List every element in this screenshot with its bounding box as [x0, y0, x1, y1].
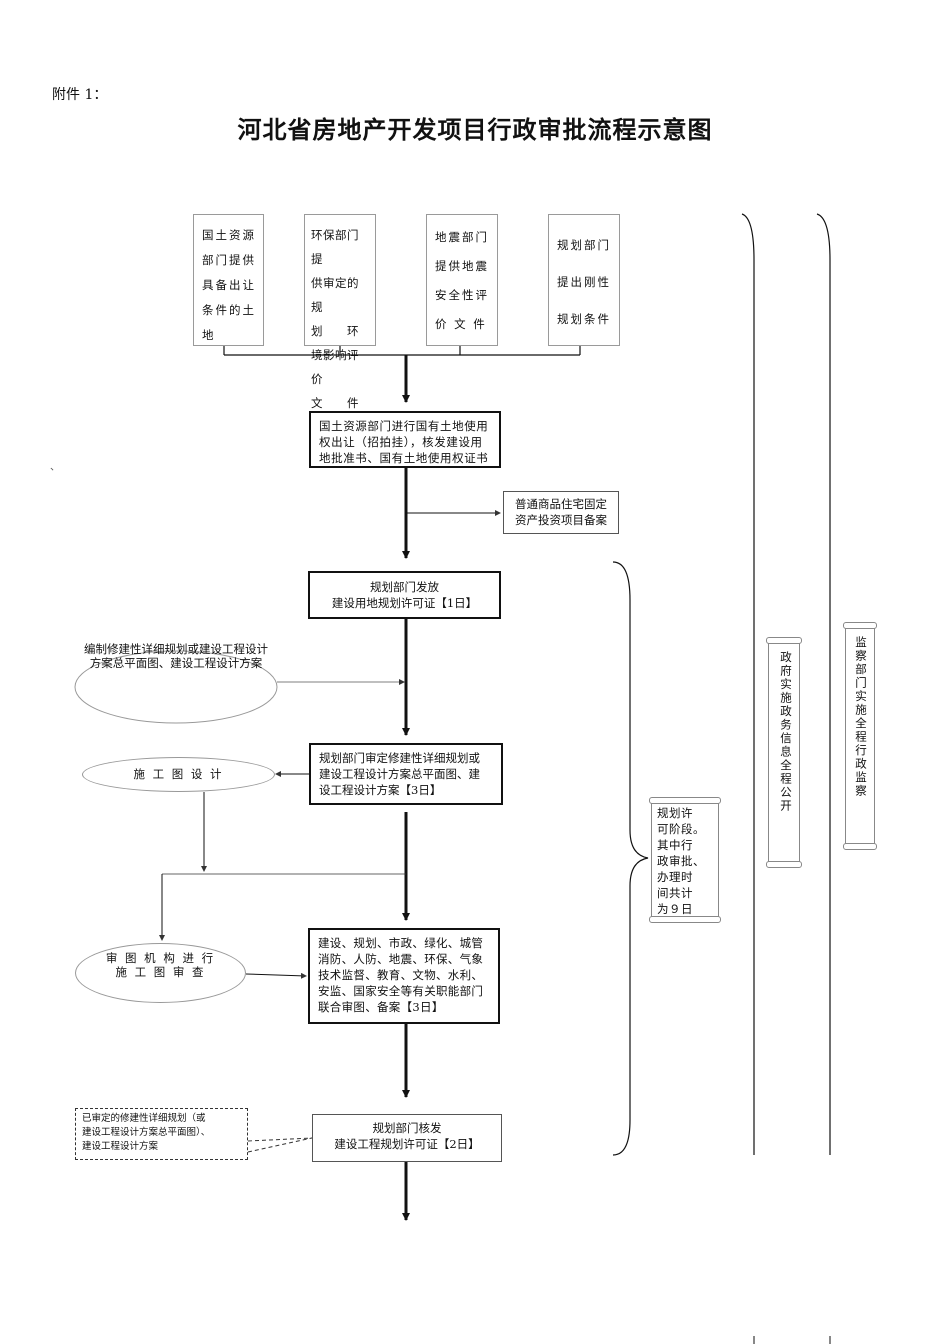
prepare-plan-oval: 编制修建性详细规划或建设工程设计 方案总平面图、建设工程设计方案 [74, 642, 278, 724]
stray-mark-left: 、 [50, 462, 60, 473]
top-collector-lines [223, 330, 581, 356]
land-transfer-box: 国土资源部门进行国有土地使用 权出让（招拍挂），核发建设用 地批准书、国有土地使… [309, 411, 501, 468]
gov-info-brace [741, 213, 755, 1155]
joint-review-box: 建设、规划、市政、绿化、城管 消防、人防、地震、环保、气象 技术监督、教育、文物… [308, 928, 500, 1024]
earthquake-box: 地震部门 提供地震 安全性评 价 文 件 [426, 214, 498, 346]
permit-stage-brace [612, 561, 649, 1156]
prepare-plan-oval-shape [74, 650, 278, 724]
dashed-callout-lines [247, 1137, 313, 1153]
env-protection-box: 环保部门提 供审定的规 划 环 境影响评价 文 件 [304, 214, 376, 410]
filing-box: 普通商品住宅固定 资产投资项目备案 [503, 491, 619, 534]
project-permit-box: 规划部门核发 建设工程规划许可证【2日】 [312, 1114, 502, 1162]
gov-info-note: 政府实施政务信息全程公开 [766, 637, 802, 868]
attachment-label: 附件 1： [52, 87, 108, 103]
supervision-note: 监察部门实施全程行政监察 [843, 622, 877, 850]
supervision-brace [816, 213, 831, 1155]
prepare-plan-text: 编制修建性详细规划或建设工程设计 方案总平面图、建设工程设计方案 [84, 642, 268, 670]
land-permit-box: 规划部门发放 建设用地规划许可证【1日】 [308, 571, 501, 619]
planning-conditions-box: 规划部门 提出刚性 规划条件 [548, 214, 620, 346]
drawing-review-oval: 审 图 机 构 进 行 施 工 图 审 查 [75, 943, 246, 1003]
page-title: 河北省房地产开发项目行政审批流程示意图 [237, 115, 713, 144]
approved-plan-note: 已审定的修建性详细规划（或 建设工程设计方案总平面图）、 建设工程设计方案 [75, 1108, 248, 1160]
arrow-oval-to-joint [245, 972, 307, 979]
bottom-edge-marks [753, 1336, 831, 1344]
plan-review-box: 规划部门审定修建性详细规划或 建设工程设计方案总平面图、建 设工程设计方案【3日… [309, 743, 503, 805]
construction-design-oval: 施 工 图 设 计 [82, 757, 275, 792]
permit-stage-note: 规划许 可阶段。 其中行 政审批、 办理时 间共计 为９日 [649, 797, 721, 923]
land-resource-box: 国土资源 部门提供 具备出让 条件的土 地 [193, 214, 264, 346]
